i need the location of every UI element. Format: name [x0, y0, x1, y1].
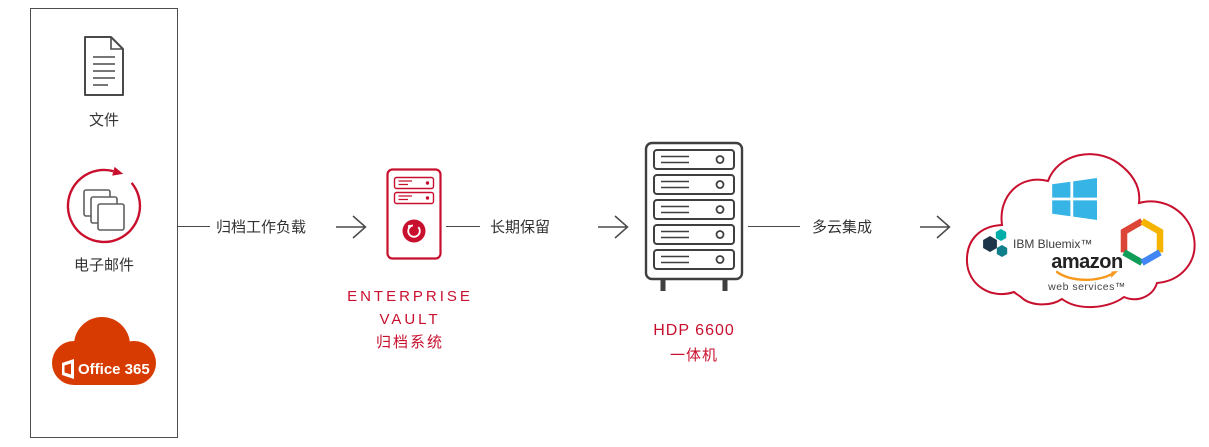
cloud-outline-icon [965, 153, 1196, 309]
multicloud-group: IBM Bluemix™ amazon web services™ [960, 134, 1206, 326]
office365-label: Office 365 [78, 361, 150, 378]
office365-logo: Office 365 [52, 317, 156, 385]
enterprise-vault-subtitle: 归档系统 [375, 334, 444, 351]
ibm-bluemix-icon [983, 229, 1008, 257]
multicloud-integration-label: 多云集成 [812, 219, 873, 236]
connector-line-2 [446, 226, 480, 227]
enterprise-vault-server-icon [386, 168, 442, 260]
long-term-retention-label: 长期保留 [490, 219, 551, 236]
email-icon [66, 166, 142, 244]
google-cloud-icon [1120, 218, 1164, 266]
hdp-title: HDP 6600 [653, 322, 735, 339]
archive-workload-label: 归档工作负载 [216, 219, 307, 236]
aws-logo: amazon web services™ [1032, 252, 1142, 293]
connector-line-1 [178, 226, 210, 227]
azure-icon [1052, 178, 1097, 220]
hdp-appliance-icon [644, 141, 744, 291]
file-label: 文件 [88, 112, 119, 129]
enterprise-vault-title-line2: VAULT [379, 311, 441, 328]
arrow-right-icon [920, 215, 951, 239]
email-label: 电子邮件 [73, 257, 134, 274]
hdp-subtitle: 一体机 [669, 347, 718, 364]
enterprise-vault-title-line1: ENTERPRISE [347, 288, 473, 305]
hdp-caption: HDP 6600 一体机 [624, 318, 764, 368]
office-logo-mark [62, 359, 74, 379]
aws-sublabel: web services™ [1048, 281, 1126, 293]
enterprise-vault-caption: ENTERPRISE VAULT 归档系统 [322, 285, 498, 354]
document-icon [84, 36, 124, 96]
aws-smile-icon [1055, 270, 1118, 281]
arrow-right-icon [598, 215, 629, 239]
ibm-bluemix-logo: IBM Bluemix™ [980, 226, 1092, 262]
connector-line-3 [748, 226, 800, 227]
sources-panel: 文件 电子邮件 Office 365 [30, 8, 178, 438]
ibm-bluemix-label: IBM Bluemix™ [1013, 237, 1093, 251]
arrow-right-icon [336, 215, 367, 239]
aws-label: amazon [1051, 251, 1123, 273]
